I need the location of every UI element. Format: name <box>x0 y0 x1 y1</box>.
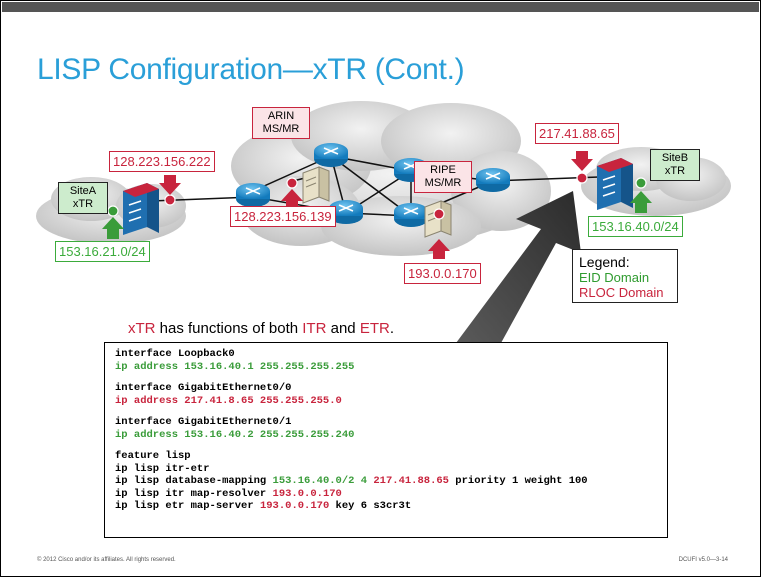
arrow-up-icon <box>102 217 124 239</box>
siteb-line2: xTR <box>664 165 686 177</box>
big-arrow-icon <box>456 191 581 343</box>
code-seg: 193.0.0.170 <box>272 487 342 500</box>
code-line: feature lisp <box>115 450 191 462</box>
slide-title: LISP Configuration—xTR (Cont.) <box>37 53 465 87</box>
server-icon-arin <box>302 166 330 204</box>
code-seg: 193.0.0.170 <box>259 500 330 512</box>
code-line: interface GigabitEthernet0/1 <box>115 416 292 428</box>
code-line: ip lisp itr-etr <box>115 462 210 475</box>
sitea-switch-icon <box>123 183 159 235</box>
legend-rloc: RLOC Domain <box>579 285 664 300</box>
ripe-line1: RIPE <box>430 164 456 176</box>
sitea-line1: SiteA <box>69 185 97 197</box>
arin-ms-mr-label: ARIN MS/MR <box>252 107 310 139</box>
arrow-down-icon <box>159 175 181 195</box>
router-icon <box>314 143 348 167</box>
code-seg: 217.41.88.65 <box>373 475 449 487</box>
code-seg: key 6 s3cr3t <box>329 500 412 512</box>
arrow-down-icon <box>571 151 593 171</box>
footer-copyright: © 2012 Cisco and/or its affiliates. All … <box>37 557 176 563</box>
sitea-line2: xTR <box>72 198 94 210</box>
eid-dot-sitea <box>107 205 119 217</box>
rloc-dot-arin <box>286 177 298 189</box>
code-line: ip lisp etr map-server 193.0.0.170 key 6… <box>115 500 667 513</box>
code-line: interface Loopback0 <box>115 348 235 360</box>
router-icon <box>394 203 428 227</box>
rloc-dot-siteb <box>576 172 588 184</box>
code-seg: priority 1 weight 100 <box>448 475 588 487</box>
router-icons <box>236 143 510 227</box>
arin-line1: ARIN <box>267 110 295 122</box>
rloc-dot-ripe <box>433 208 445 220</box>
sitea-xtr-label: SiteA xTR <box>58 182 108 214</box>
code-seg: ip lisp etr map-server <box>115 500 260 512</box>
legend: Legend: EID Domain RLOC Domain <box>572 249 678 303</box>
note-text2: and <box>326 320 360 337</box>
top-bar <box>2 2 759 12</box>
code-line: ip address 153.16.40.2 255.255.255.240 <box>115 428 355 441</box>
rloc-dot-sitea <box>164 194 176 206</box>
ip-sitea-eid: 153.16.21.0/24 <box>55 241 150 262</box>
siteb-xtr-label: SiteB xTR <box>650 149 700 181</box>
rloc-interface-dots <box>164 172 588 220</box>
arrow-up-icon <box>428 239 450 259</box>
note-etr: ETR <box>359 320 390 337</box>
code-seg: ip lisp database-mapping <box>115 475 273 487</box>
code-line: ip lisp itr map-resolver 193.0.0.170 <box>115 488 667 501</box>
title-part2: xTR (Cont.) <box>312 53 465 86</box>
xtr-note: xTR has functions of both ITR and ETR. <box>128 320 394 337</box>
footer-course-id: DCUFI v5.0—3-14 <box>678 557 728 563</box>
router-icon <box>476 168 510 192</box>
arrow-up-icon <box>630 191 652 213</box>
code-line: ip lisp database-mapping 153.16.40.0/2 4… <box>115 475 667 488</box>
ripe-line2: MS/MR <box>424 177 462 189</box>
siteb-line1: SiteB <box>661 152 689 164</box>
siteb-switch-icon <box>597 158 633 210</box>
code-line: interface GigabitEthernet0/0 <box>115 382 292 394</box>
arrow-up-icon <box>281 189 303 209</box>
code-line: ip address 217.41.8.65 255.255.255.0 <box>115 394 342 407</box>
eid-interface-dots <box>107 177 647 217</box>
ip-sitea-rloc: 128.223.156.222 <box>109 151 215 172</box>
legend-title: Legend: <box>579 254 630 270</box>
eid-dot-siteb <box>635 177 647 189</box>
note-xtr: xTR <box>128 320 156 337</box>
title-part1: LISP Configuration <box>37 53 283 86</box>
router-icon <box>236 183 270 207</box>
note-period: . <box>389 320 394 337</box>
ip-ripe: 193.0.0.170 <box>404 263 481 284</box>
ip-siteb-eid: 153.16.40.0/24 <box>588 216 683 237</box>
code-seg: ip lisp itr map-resolver <box>115 487 273 500</box>
ip-siteb-rloc: 217.41.88.65 <box>535 123 619 144</box>
arin-line2: MS/MR <box>262 123 300 135</box>
note-itr: ITR <box>302 320 327 337</box>
config-code-block: interface Loopback0 ip address 153.16.40… <box>104 342 668 538</box>
code-line: ip address 153.16.40.1 255.255.255.255 <box>115 360 355 373</box>
legend-eid: EID Domain <box>579 270 650 285</box>
note-text1: has functions of both <box>155 320 303 337</box>
code-seg: 153.16.40.0/2 4 <box>272 475 368 487</box>
ripe-ms-mr-label: RIPE MS/MR <box>414 161 472 193</box>
title-dash: — <box>282 53 313 86</box>
ip-arin: 128.223.156.139 <box>230 206 336 227</box>
router-icon <box>329 200 363 224</box>
rloc-arrows <box>159 151 593 259</box>
eid-arrows <box>102 191 652 239</box>
